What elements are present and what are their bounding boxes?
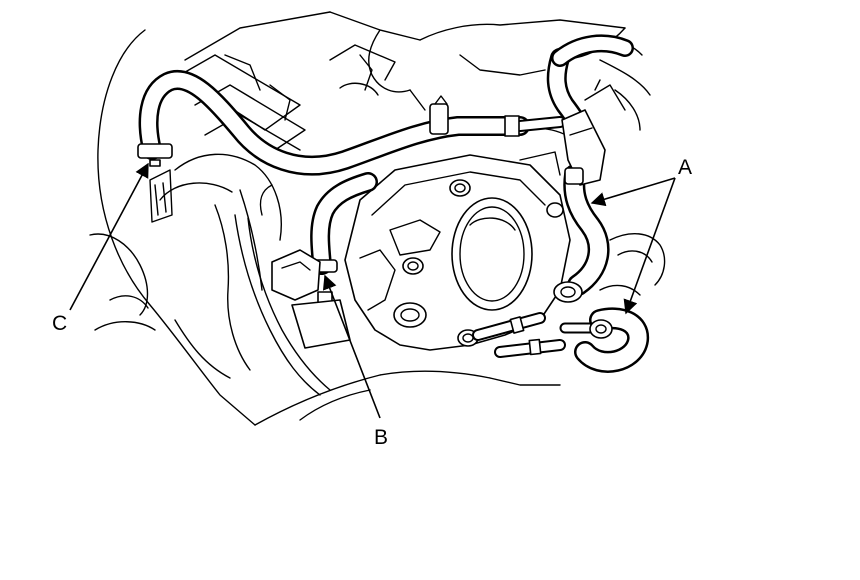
- upper-hose: [138, 70, 566, 176]
- leader-lines: [69, 162, 676, 419]
- engine-outline: [89, 11, 666, 426]
- callout-label-b: B: [374, 426, 388, 449]
- hose-clamp-c-icon: [137, 143, 173, 167]
- hose-b: [271, 172, 378, 349]
- bolt-top-icon: [449, 179, 471, 197]
- bolt-right-icon: [546, 202, 564, 218]
- throttle-body: [344, 154, 571, 351]
- bolt-left-icon: [402, 257, 424, 275]
- hose-clamp-a-upper-icon: [553, 281, 583, 303]
- sensor-ring-icon: [393, 302, 427, 328]
- hose-a-upper: [546, 34, 634, 303]
- callout-label-c: C: [52, 312, 67, 335]
- hose-clamp-a-lower-icon: [589, 319, 613, 339]
- callout-label-a: A: [678, 156, 692, 179]
- hose-a-lower: [574, 307, 649, 373]
